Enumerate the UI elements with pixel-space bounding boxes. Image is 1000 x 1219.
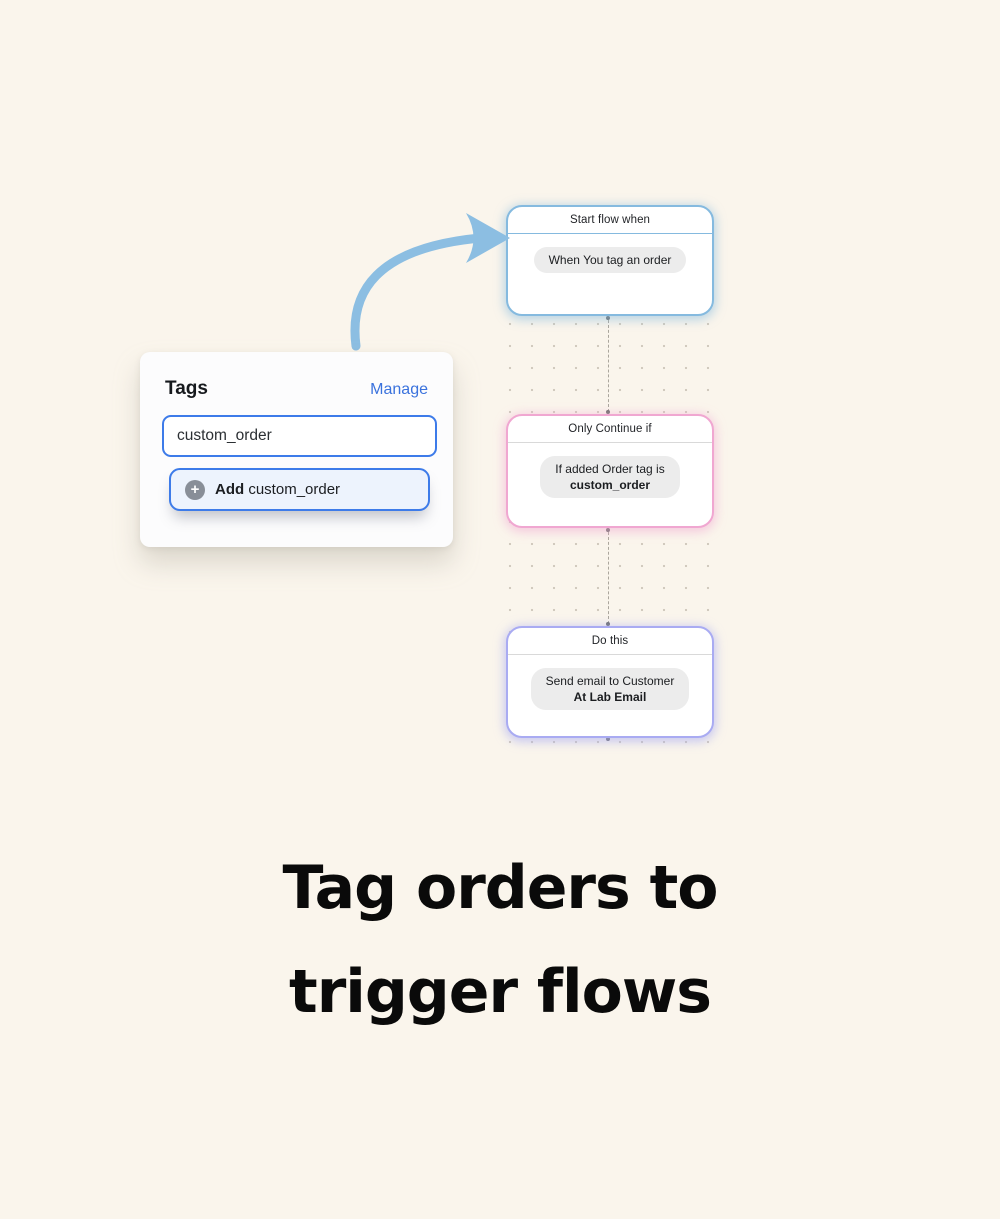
manage-link[interactable]: Manage: [370, 381, 428, 398]
flow-step-value: At Lab Email: [573, 690, 647, 704]
connector-dot: [606, 737, 610, 741]
flow-card-action-title: Do this: [508, 628, 712, 655]
flow-card-trigger[interactable]: Start flow when When You tag an order: [506, 205, 714, 316]
flow-step-pill[interactable]: When You tag an order: [533, 247, 687, 273]
add-tag-label: Add custom_order: [215, 481, 341, 498]
tag-input[interactable]: [162, 415, 437, 457]
connector-line: [608, 532, 609, 624]
connector-dot: [606, 410, 610, 414]
flow-step-pill[interactable]: Send email to Customer At Lab Email: [530, 668, 690, 710]
connector-dot: [606, 622, 610, 626]
flow-step-text: When You tag an order: [548, 253, 672, 267]
connector-dot: [606, 528, 610, 532]
flow-card-trigger-title: Start flow when: [508, 207, 712, 234]
flow-card-condition[interactable]: Only Continue if If added Order tag is c…: [506, 414, 714, 528]
tags-panel-title: Tags: [165, 378, 208, 399]
page-title-line1: Tag orders to: [282, 853, 718, 923]
connector-line: [608, 320, 609, 412]
add-tag-button[interactable]: + Add custom_order: [169, 468, 430, 511]
flow-step-text: Send email to Customer: [545, 674, 675, 688]
tags-panel: Tags Manage + Add custom_order: [140, 352, 453, 547]
connector-dot: [606, 316, 610, 320]
curved-arrow-icon: [350, 213, 510, 351]
page-title: Tag orders to trigger flows: [0, 836, 1000, 1044]
flow-step-pill[interactable]: If added Order tag is custom_order: [540, 456, 680, 498]
page-title-line2: trigger flows: [289, 957, 712, 1027]
flow-step-value: custom_order: [569, 478, 651, 492]
flow-card-action[interactable]: Do this Send email to Customer At Lab Em…: [506, 626, 714, 738]
plus-icon: +: [185, 479, 205, 500]
flow-step-text: If added Order tag is: [555, 462, 665, 476]
flow-card-condition-title: Only Continue if: [508, 416, 712, 443]
